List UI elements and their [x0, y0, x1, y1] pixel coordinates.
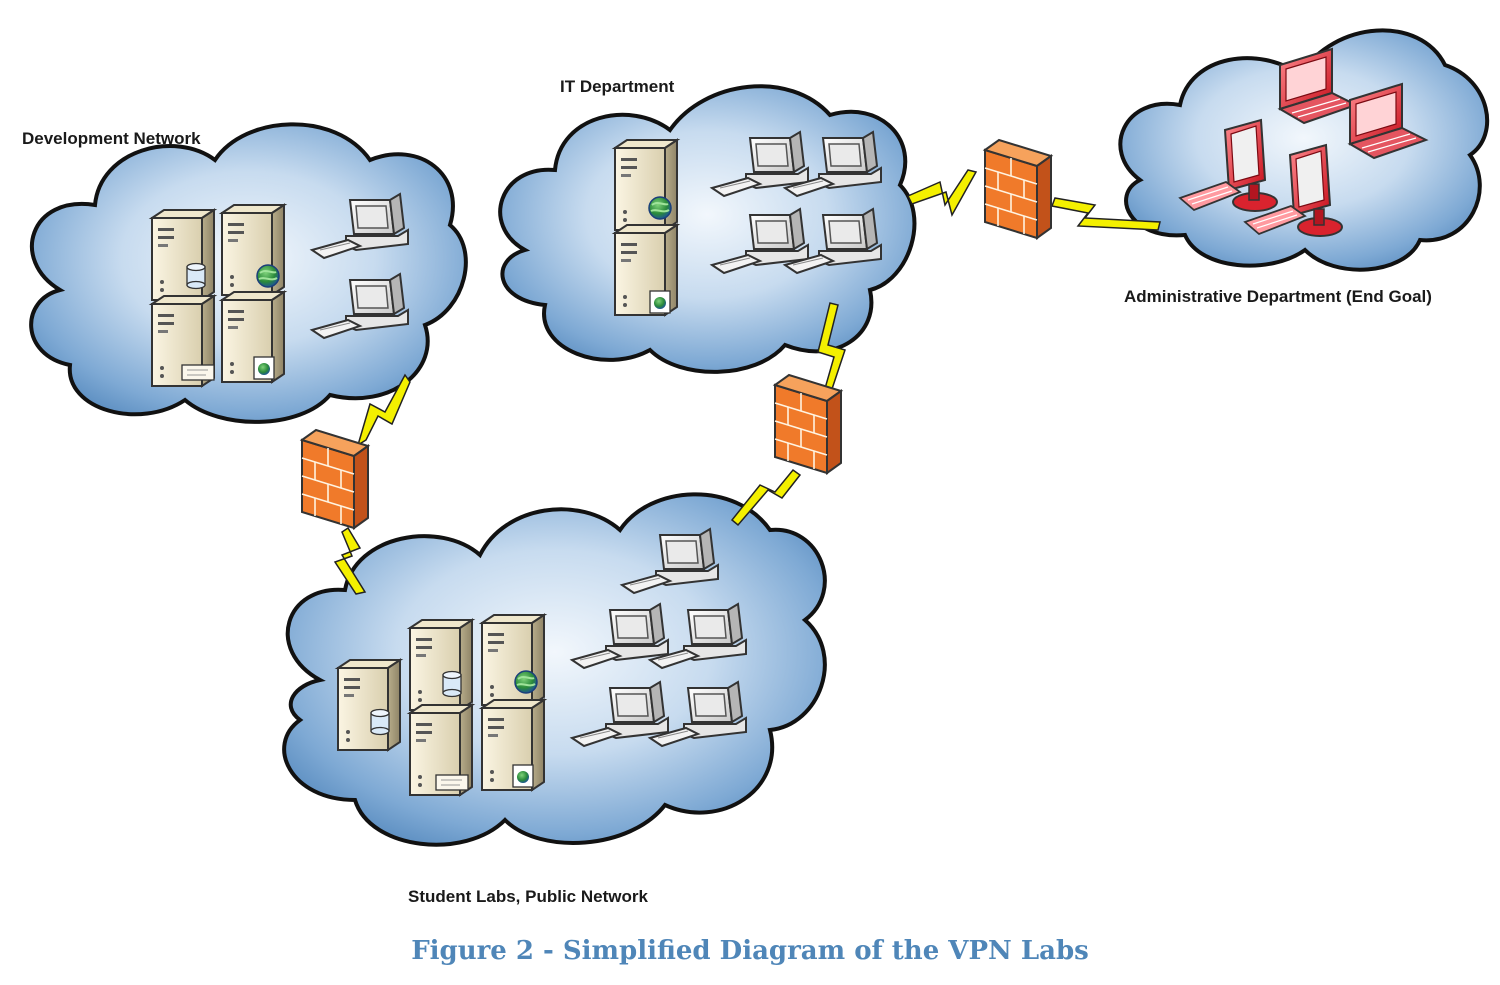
- administrative-department-label: Administrative Department (End Goal): [1124, 287, 1432, 306]
- server-icon: [409, 619, 473, 711]
- it-department-cloud: [498, 84, 917, 374]
- firewall-icon: [984, 139, 1052, 239]
- database-icon: [186, 262, 206, 290]
- server-icon: [337, 659, 401, 751]
- firewall-icon: [774, 374, 842, 474]
- server-icon: [221, 291, 285, 383]
- web-page-icon: [649, 290, 671, 314]
- globe-icon: [256, 264, 280, 288]
- development-network-label: Development Network: [22, 129, 201, 148]
- student-labs-label: Student Labs, Public Network: [408, 887, 648, 906]
- it-department-label: IT Department: [560, 77, 675, 96]
- globe-icon: [648, 196, 672, 220]
- firewall-icon: [301, 429, 369, 529]
- globe-icon: [514, 670, 538, 694]
- certificate-icon: [435, 774, 469, 791]
- wan-link-icon: [333, 169, 1161, 595]
- web-page-icon: [253, 356, 275, 380]
- server-icon: [481, 614, 545, 706]
- database-icon: [442, 670, 462, 698]
- figure-caption: Figure 2 - Simplified Diagram of the VPN…: [411, 936, 1089, 966]
- web-page-icon: [512, 764, 534, 788]
- certificate-icon: [181, 364, 215, 381]
- database-icon: [370, 708, 390, 736]
